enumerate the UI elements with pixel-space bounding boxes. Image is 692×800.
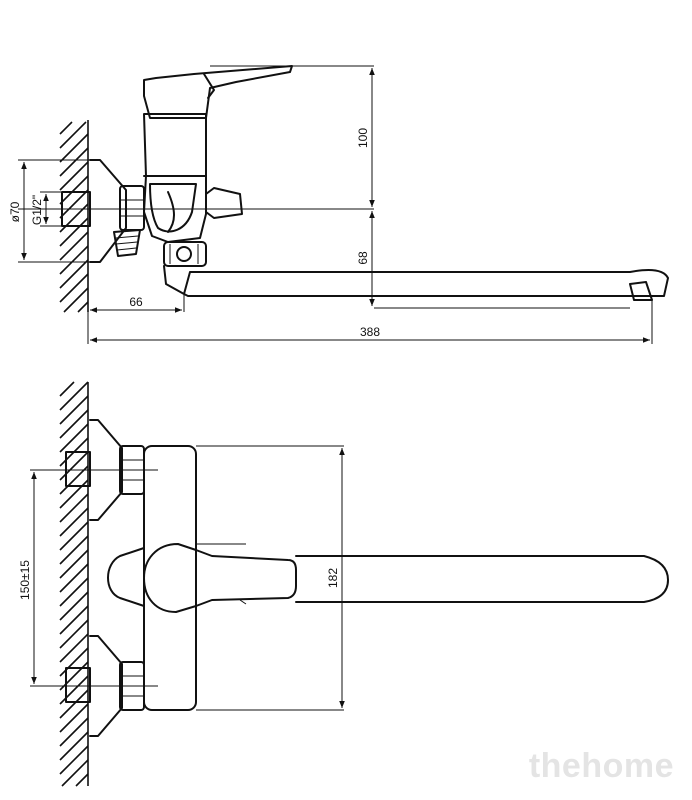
- center-lines-bottom: [30, 445, 344, 711]
- label-height-handle: 100: [356, 128, 370, 148]
- mixer-body-side: [143, 113, 207, 243]
- dim-center-distance: 150±15: [18, 472, 37, 684]
- wall-hatch-bottom: [59, 381, 89, 787]
- label-center-distance: 150±15: [18, 560, 32, 600]
- lever-and-spout-front: [143, 543, 669, 613]
- spout-side: [163, 265, 669, 301]
- center-lines-top: [18, 65, 653, 344]
- hex-nut: [119, 185, 145, 231]
- label-diameter-flange: ø70: [8, 201, 22, 222]
- label-length-total: 388: [360, 325, 380, 339]
- front-view: 150±15 182: [18, 381, 669, 787]
- diverter-knob: [205, 187, 243, 219]
- watermark-logo: thehome: [528, 747, 674, 785]
- dim-height-spout: 68: [356, 211, 375, 306]
- lever-handle-side: [143, 65, 293, 119]
- side-view: ø70 G1/2" 100 68 66 388: [8, 65, 669, 344]
- dim-offset: 66: [90, 295, 182, 313]
- wall-hatch-top: [59, 120, 89, 313]
- label-body-height: 182: [326, 568, 340, 588]
- filter-mesh: [113, 229, 141, 257]
- label-thread: G1/2": [30, 195, 44, 225]
- dim-thread: G1/2": [30, 194, 49, 225]
- diverter-wing: [107, 547, 145, 607]
- mixer-body-front: [143, 445, 197, 711]
- label-offset: 66: [129, 295, 143, 309]
- dim-diameter-flange: ø70: [8, 162, 27, 260]
- dim-length-total: 388: [90, 325, 650, 343]
- dim-body-height: 182: [326, 448, 345, 708]
- label-height-spout: 68: [356, 251, 370, 265]
- dim-height-handle: 100: [356, 68, 375, 207]
- swivel-collar: [163, 241, 207, 267]
